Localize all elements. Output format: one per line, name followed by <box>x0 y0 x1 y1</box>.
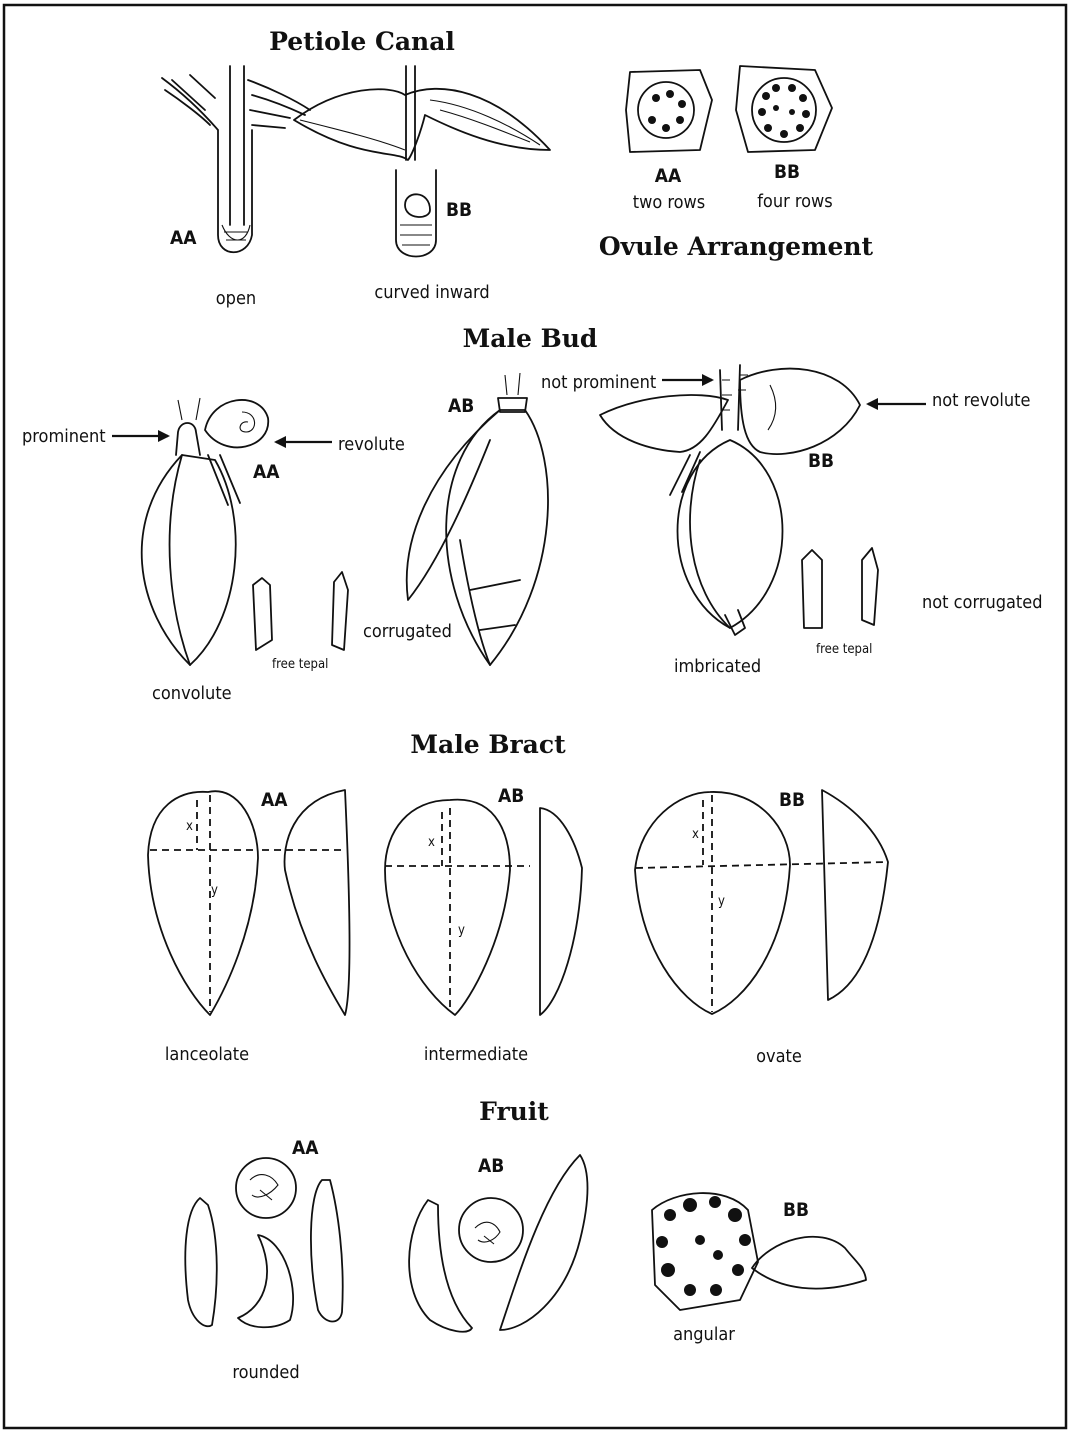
fruit-title: Fruit <box>479 1097 549 1126</box>
ovule-bb-drawing <box>736 66 832 152</box>
petiole-canal-title: Petiole Canal <box>269 27 455 56</box>
male-bud-bb-drawing <box>600 365 878 635</box>
ovate-label: ovate <box>756 1046 802 1067</box>
not-prominent-label: not prominent <box>541 372 656 393</box>
male-bract-bb-label: BB <box>779 789 805 811</box>
petiole-bb-label: BB <box>446 199 472 221</box>
male-bract-ab-drawing <box>385 800 582 1015</box>
male-bud-aa-drawing <box>142 398 348 665</box>
bract-aa-x: x <box>186 819 193 834</box>
male-bract-aa-drawing <box>148 790 350 1015</box>
angular-label: angular <box>673 1324 735 1345</box>
corrugated-label: corrugated <box>363 621 452 642</box>
figure-frame <box>4 5 1066 1428</box>
male-bract-ab-label: AB <box>498 785 524 807</box>
ovule-aa-caption: two rows <box>633 192 705 213</box>
male-bud-ab-label: AB <box>448 395 474 417</box>
not-corrugated-label: not corrugated <box>922 592 1043 613</box>
male-bract-aa-label: AA <box>261 789 288 811</box>
fruit-aa-drawing <box>185 1158 342 1327</box>
free-tepal-aa-label: free tepal <box>272 657 328 672</box>
petiole-bb-caption: curved inward <box>374 282 489 303</box>
fruit-ab-label: AB <box>478 1155 504 1177</box>
petiole-aa-caption: open <box>216 288 256 309</box>
fruit-ab-drawing <box>409 1155 587 1332</box>
male-bud-title: Male Bud <box>463 324 598 353</box>
male-bract-bb-drawing <box>635 790 888 1014</box>
bract-ab-x: x <box>428 835 435 850</box>
bract-bb-y: y <box>718 894 725 909</box>
male-bud-bb-label: BB <box>808 450 834 472</box>
fruit-bb-label: BB <box>783 1199 809 1221</box>
petiole-canal-aa-drawing <box>162 66 310 252</box>
petiole-canal-bb-drawing <box>294 66 550 257</box>
revolute-label: revolute <box>338 434 405 455</box>
rounded-label: rounded <box>232 1362 299 1383</box>
fruit-aa-label: AA <box>292 1137 319 1159</box>
convolute-label: convolute <box>152 683 232 704</box>
imbricated-label: imbricated <box>674 656 761 677</box>
ovule-bb-caption: four rows <box>757 191 833 212</box>
petiole-aa-label: AA <box>170 227 197 249</box>
ovule-aa-drawing <box>626 70 712 152</box>
male-bud-aa-label: AA <box>253 461 280 483</box>
free-tepal-bb-label: free tepal <box>816 642 872 657</box>
bract-ab-y: y <box>458 923 465 938</box>
bract-bb-x: x <box>692 827 699 842</box>
fruit-bb-drawing <box>652 1193 866 1310</box>
not-revolute-label: not revolute <box>932 390 1030 411</box>
lanceolate-label: lanceolate <box>165 1044 249 1065</box>
male-bract-title: Male Bract <box>410 730 566 759</box>
ovule-arrangement-title: Ovule Arrangement <box>599 232 874 261</box>
bract-aa-y: y <box>211 883 218 898</box>
ovule-aa-label: AA <box>655 165 682 187</box>
intermediate-label: intermediate <box>424 1044 528 1065</box>
prominent-label: prominent <box>22 426 106 447</box>
ovule-bb-label: BB <box>774 161 800 183</box>
